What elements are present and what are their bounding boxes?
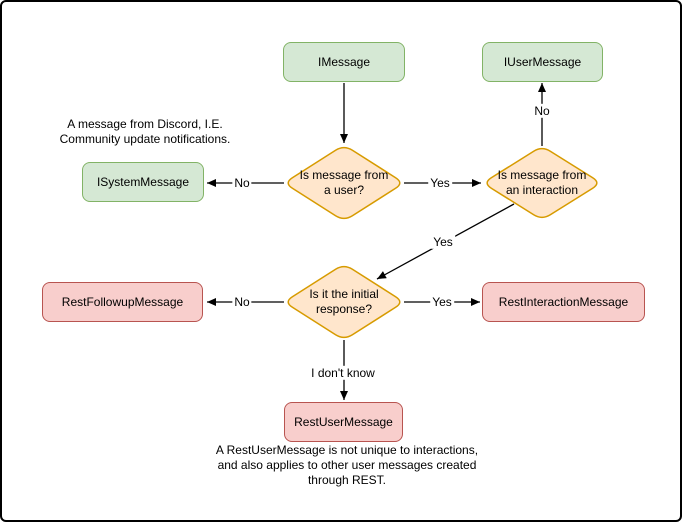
decision-is-from-user-shape bbox=[287, 146, 401, 220]
edge-label-initial-yes: Yes bbox=[430, 294, 454, 310]
node-restfollowupmessage: RestFollowupMessage bbox=[42, 282, 203, 322]
note-rest-user-message: A RestUserMessage is not unique to inter… bbox=[215, 443, 479, 487]
edge-label-from-user-no: No bbox=[232, 175, 252, 191]
note-system-message: A message from Discord, I.E. Community u… bbox=[59, 117, 231, 146]
decision-is-from-interaction-shape bbox=[486, 147, 598, 219]
node-iusermessage: IUserMessage bbox=[482, 42, 603, 82]
decision-is-initial-response-shape bbox=[287, 265, 401, 339]
node-restinteractionmessage: RestInteractionMessage bbox=[482, 282, 645, 322]
edge-label-initial-dont-know: I don't know bbox=[309, 365, 377, 381]
node-restusermessage: RestUserMessage bbox=[284, 402, 403, 442]
edge-label-interaction-no: No bbox=[532, 103, 552, 119]
edge-label-from-user-yes: Yes bbox=[428, 175, 452, 191]
edge-label-initial-no: No bbox=[232, 294, 252, 310]
edge-label-interaction-yes: Yes bbox=[431, 234, 455, 250]
node-isystemmessage: ISystemMessage bbox=[82, 162, 204, 202]
node-imessage: IMessage bbox=[283, 42, 405, 82]
